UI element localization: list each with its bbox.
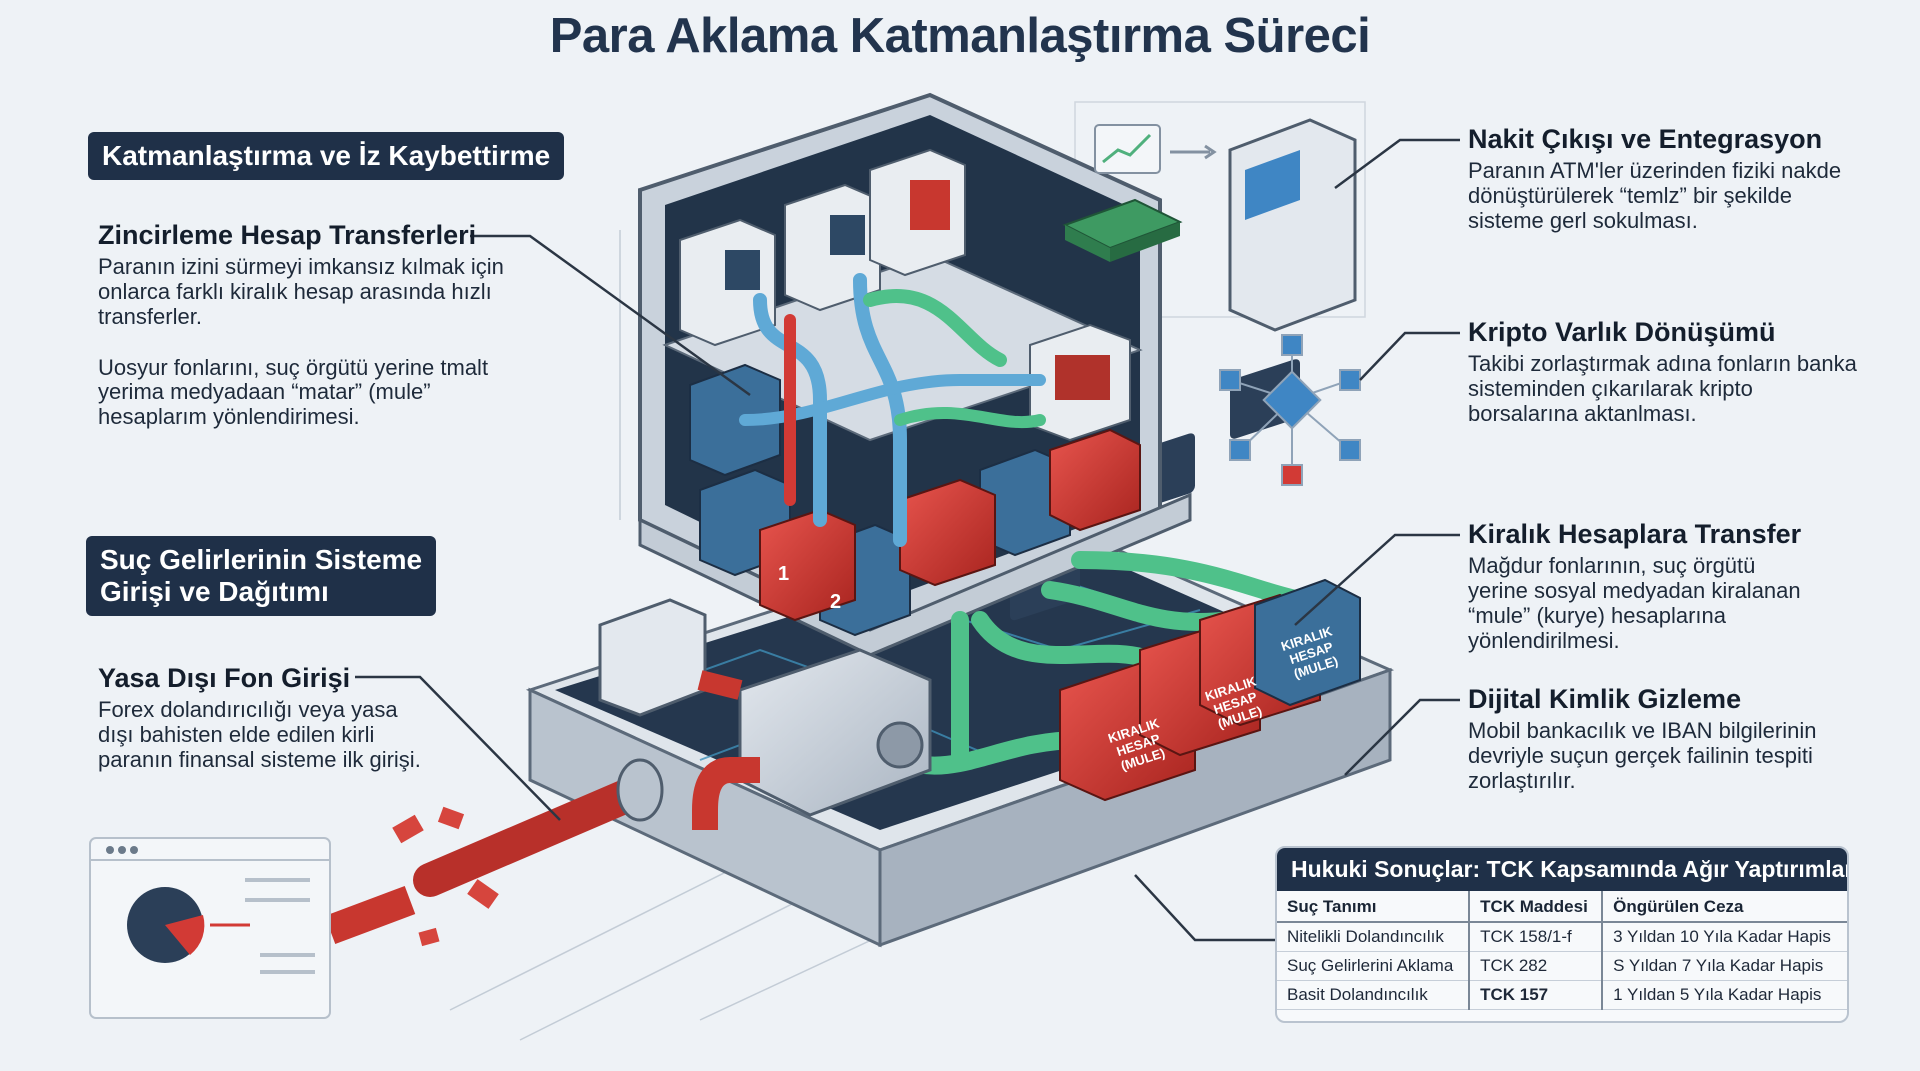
cash-out-block: Nakit Çıkışı ve Entegrasyon Paranın ATM'…: [1468, 124, 1868, 234]
mule-transfer-heading: Kiralık Hesaplara Transfer: [1468, 519, 1802, 549]
cell-crime: Nitelikli Dolandıncılık: [1277, 922, 1470, 952]
cell-crime: Suç Gelirlerini Aklama: [1277, 951, 1470, 981]
box-number-2: 2: [830, 591, 841, 613]
server-boxes: [679, 148, 1141, 637]
identity-block: Dijital Kimlik Gizleme Mobil bankacılık …: [1468, 684, 1868, 794]
section-label-placement-line2: Girişi ve Dağıtımı: [100, 576, 329, 608]
cell-article: TCK 158/1-f: [1468, 922, 1604, 952]
column-header-article: TCK Maddesi: [1468, 891, 1604, 923]
table-row: Suç Gelirlerini Aklama TCK 282 S Yıldan …: [1277, 951, 1847, 981]
mule-transfer-text: Mağdur fonlarının, suç örgütü yerine sos…: [1468, 553, 1801, 653]
section-label-layering: Katmanlaştırma ve İz Kaybettirme: [88, 132, 565, 181]
crypto-heading: Kripto Varlık Dönüşümü: [1468, 317, 1776, 347]
table-row: Nitelikli Dolandıncılık TCK 158/1-f 3 Yı…: [1277, 922, 1847, 952]
box-number-1: 1: [778, 563, 789, 585]
identity-text: Mobil bankacılık ve IBAN bilgilerinin de…: [1468, 718, 1817, 793]
chart-screen-icon: [1094, 124, 1217, 174]
section-label-placement: Suç Gelirlerinin Sisteme Girişi ve Dağıt…: [86, 536, 437, 617]
illegal-funds-heading: Yasa Dışı Fon Girişi: [98, 663, 351, 693]
leader-lines: [355, 138, 1460, 942]
cell-crime: Basit Dolandıncılık: [1277, 980, 1470, 1010]
legal-table: Suç Tanımı TCK Maddesi Öngürülen Ceza Ni…: [1277, 891, 1847, 1010]
illegal-funds-block: Yasa Dışı Fon Girişi Forex dolandırıcılı…: [98, 663, 428, 773]
column-header-penalty: Öngürülen Ceza: [1602, 891, 1847, 923]
transfer-pipes: [739, 273, 1309, 775]
page-title: Para Aklama Katmanlaştırma Süreci: [549, 9, 1371, 63]
input-machine: [598, 598, 932, 830]
chain-transfers-heading: Zincirleme Hesap Transferleri: [98, 220, 477, 250]
crypto-text: Takibi zorlaştırmak adına fonların banka…: [1468, 351, 1857, 426]
chain-transfers-text: Paranın izini sürmeyi imkansız kılmak iç…: [98, 254, 504, 329]
section-label-placement-line1: Suç Gelirlerinin Sisteme: [100, 544, 423, 575]
cash-out-text: Paranın ATM'ler üzerinden fiziki nakde d…: [1468, 158, 1842, 233]
table-header-row: Suç Tanımı TCK Maddesi Öngürülen Ceza: [1277, 891, 1847, 923]
legal-panel-header: Hukuki Sonuçlar: TCK Kapsamında Ağır Yap…: [1277, 848, 1847, 891]
column-header-crime: Suç Tanımı: [1277, 891, 1470, 923]
chain-transfers-text-2: Uosyur fonlarını, suç örgütü yerine tmal…: [98, 354, 489, 430]
cell-penalty: 3 Yıldan 10 Yıla Kadar Hapis: [1602, 922, 1847, 952]
crypto-network-icon: [1219, 334, 1361, 486]
identity-heading: Dijital Kimlik Gizleme: [1468, 684, 1742, 714]
crypto-block: Kripto Varlık Dönüşümü Takibi zorlaştırm…: [1468, 317, 1858, 427]
legal-consequences-panel: Hukuki Sonuçlar: TCK Kapsamında Ağır Yap…: [1275, 846, 1849, 1023]
cell-penalty: 1 Yıldan 5 Yıla Kadar Hapis: [1602, 980, 1847, 1010]
dirty-money-pipe: [272, 758, 664, 947]
table-row: Basit Dolandıncılık TCK 157 1 Yıldan 5 Y…: [1277, 980, 1847, 1010]
illegal-funds-text: Forex dolandırıcılığı veya yasa dışı bah…: [98, 697, 421, 772]
mule-account-boxes: [1059, 578, 1361, 802]
atm-illustration: [1228, 118, 1357, 332]
browser-window-illustration: [89, 837, 331, 1019]
chain-transfers-block: Zincirleme Hesap Transferleri Paranın iz…: [98, 220, 538, 430]
cell-article: TCK 282: [1468, 951, 1604, 981]
mule-transfer-block: Kiralık Hesaplara Transfer Mağdur fonlar…: [1468, 519, 1808, 653]
cash-out-heading: Nakit Çıkışı ve Entegrasyon: [1468, 124, 1823, 154]
cell-penalty: S Yıldan 7 Yıla Kadar Hapis: [1602, 951, 1847, 981]
cash-stack-icon: [1062, 198, 1183, 262]
cell-article: TCK 157: [1468, 980, 1604, 1010]
